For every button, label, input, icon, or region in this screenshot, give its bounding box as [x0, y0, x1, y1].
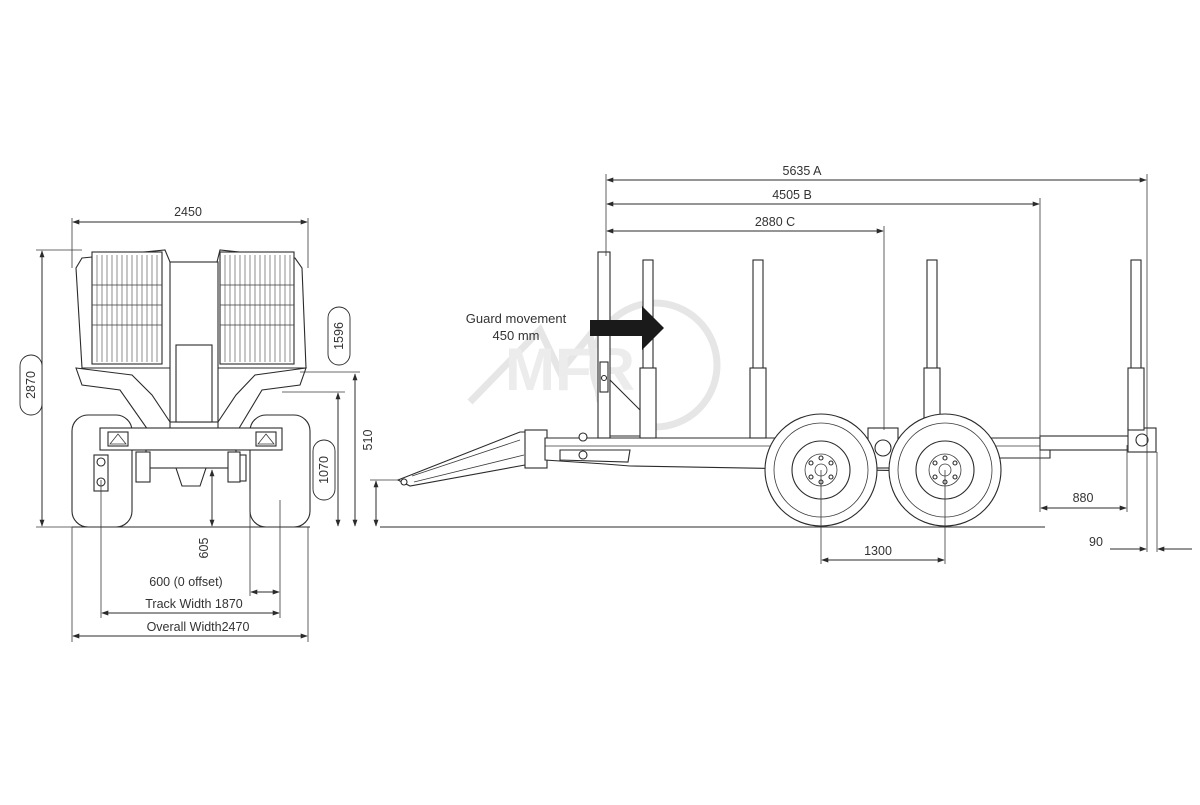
- drawbar: [396, 431, 546, 487]
- dim-rear-offset: 90: [1089, 535, 1103, 549]
- side-dimensions: 5635 A 4505 B 2880 C 880 1300 90: [370, 164, 1192, 564]
- dim-front-height: 2870: [24, 371, 38, 399]
- dim-rear-overhang: 880: [1073, 491, 1094, 505]
- dim-front-510: 510: [361, 430, 375, 451]
- dim-front-1070: 1070: [317, 456, 331, 484]
- guard-note-line2: 450 mm: [493, 328, 540, 343]
- dim-front-upper: 1596: [332, 322, 346, 350]
- front-left-brake: [135, 451, 151, 483]
- front-right-grille: [219, 251, 295, 365]
- dim-overall-width: Overall Width2470: [147, 620, 250, 634]
- front-axle-housing: [145, 449, 237, 469]
- front-center-plate: [175, 344, 213, 423]
- dim-axle-spacing: 1300: [864, 544, 892, 558]
- dim-length-a: 5635 A: [783, 164, 823, 178]
- stake-2: [749, 259, 767, 439]
- front-view: [71, 249, 311, 528]
- dim-front-offset: 600 (0 offset): [149, 575, 222, 589]
- front-guard-post: [597, 251, 611, 439]
- front-grille-lines: [92, 255, 294, 362]
- guard-note-line1: Guard movement: [466, 311, 567, 326]
- front-dimensions: 2450 2870 1596 510 1070 605 600 (0 offse…: [19, 205, 375, 642]
- guard-movement-arrow: [590, 306, 664, 350]
- dim-front-605: 605: [197, 538, 211, 559]
- drawbar-joint: [524, 429, 548, 469]
- front-hitch-block: [175, 467, 207, 487]
- dim-track-width: Track Width 1870: [145, 597, 243, 611]
- front-right-light: [255, 431, 277, 447]
- front-right-brake: [227, 451, 241, 483]
- front-left-light: [107, 431, 129, 447]
- stake-3: [923, 259, 941, 439]
- stake-4: [1127, 259, 1145, 431]
- front-bolster-box: [559, 449, 631, 463]
- rear-extension-beam: [1039, 435, 1131, 451]
- dim-front-top-width: 2450: [174, 205, 202, 219]
- dim-length-c: 2880 C: [755, 215, 795, 229]
- dim-length-b: 4505 B: [772, 188, 812, 202]
